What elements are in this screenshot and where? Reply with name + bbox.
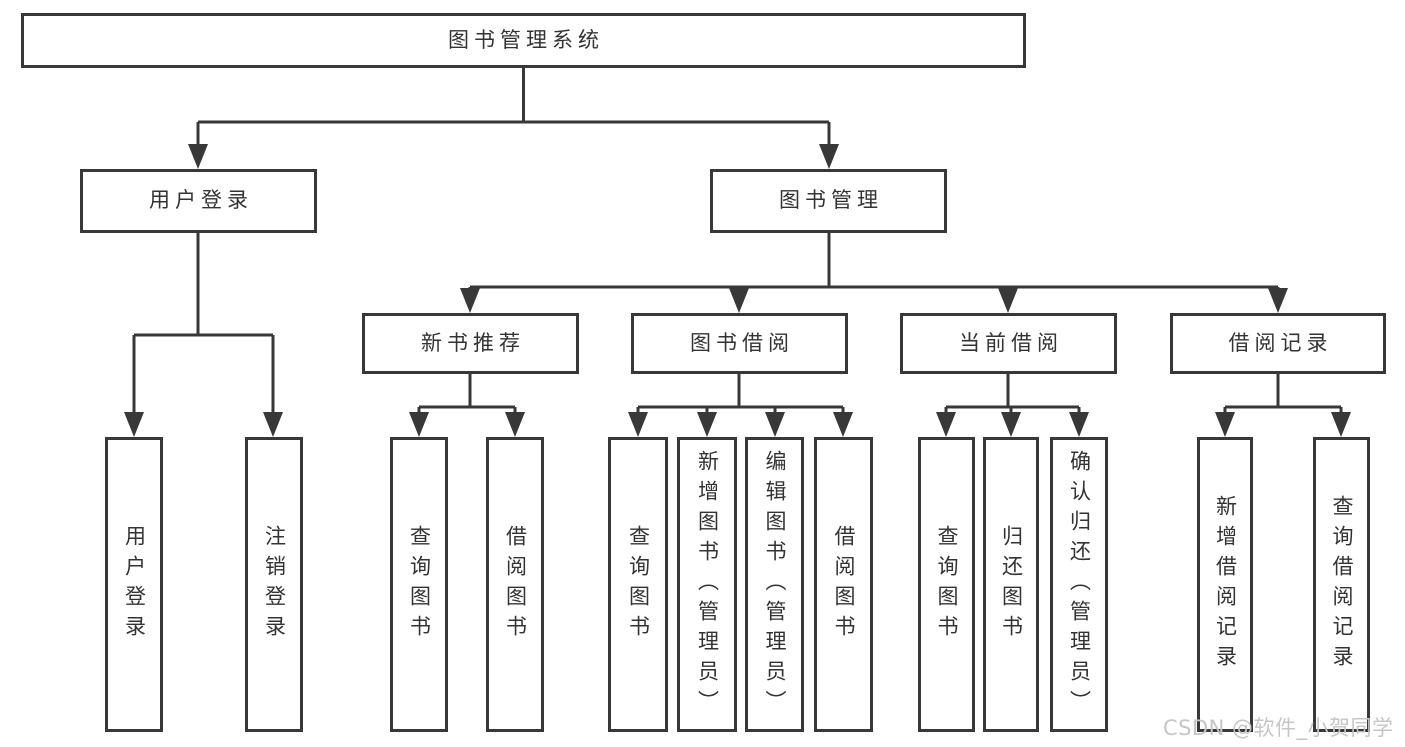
node-label: 借阅图书 (503, 524, 528, 645)
leaf-borrow-books-recommend: 借阅图书 (486, 437, 544, 732)
node-new-book-recommend: 新书推荐 (362, 313, 579, 374)
leaf-add-book-admin: 新增图书（管理员） (677, 437, 737, 732)
node-label: 用户登录 (122, 524, 147, 645)
arrowhead (1001, 412, 1021, 437)
arrowhead (697, 412, 717, 437)
leaf-query-books-current: 查询图书 (918, 437, 975, 732)
node-library-management-system: 图书管理系统 (21, 13, 1026, 68)
leaf-logout: 注销登录 (245, 437, 303, 732)
arrowhead (505, 412, 525, 437)
arrowhead (460, 288, 480, 313)
arrowhead (188, 144, 208, 169)
arrowhead (998, 288, 1018, 313)
leaf-return-books: 归还图书 (983, 437, 1039, 732)
arrowhead (819, 144, 839, 169)
connector-new-book-children (417, 374, 517, 416)
arrowhead (409, 412, 429, 437)
node-label: 查询借阅记录 (1330, 494, 1354, 675)
node-book-borrowing: 图书借阅 (631, 313, 848, 374)
leaf-confirm-return-admin: 确认归还（管理员） (1050, 437, 1108, 732)
connector-root-to-level2 (196, 68, 831, 148)
node-label: 用户登录 (149, 188, 253, 213)
connector-book-management-to-level3 (468, 233, 1280, 293)
leaf-user-login: 用户登录 (105, 437, 163, 732)
node-label: 查询图书 (407, 524, 432, 645)
node-book-management: 图书管理 (710, 169, 947, 233)
arrowhead (124, 412, 144, 437)
connector-current-borrow-children (944, 374, 1081, 416)
node-borrowing-records: 借阅记录 (1170, 313, 1386, 374)
node-user-login: 用户登录 (80, 169, 317, 233)
node-label: 查询图书 (935, 524, 959, 645)
node-label: 图书管理 (779, 188, 883, 213)
node-label: 借阅记录 (1228, 330, 1333, 355)
leaf-borrow-books: 借阅图书 (814, 437, 873, 732)
arrowhead (263, 412, 283, 437)
csdn-watermark: CSDN @软件_小贺同学 (1163, 716, 1394, 740)
node-label: 注销登录 (262, 524, 287, 645)
arrowhead (936, 412, 956, 437)
arrowhead (1331, 412, 1351, 437)
node-label: 新增图书（管理员） (695, 449, 720, 720)
arrowhead (628, 412, 648, 437)
node-label: 图书借阅 (690, 330, 794, 355)
connector-borrow-records-children (1223, 374, 1343, 416)
arrowhead (1268, 288, 1288, 313)
node-label: 归还图书 (999, 524, 1024, 645)
arrowhead (765, 412, 785, 437)
node-label: 查询图书 (626, 524, 651, 645)
node-label: 确认归还（管理员） (1067, 449, 1092, 720)
arrowhead (729, 288, 749, 313)
connector-book-borrow-children (636, 374, 845, 416)
arrowhead (1215, 412, 1235, 437)
arrowhead (1069, 412, 1089, 437)
connector-user-login-children (132, 233, 275, 416)
node-label: 图书管理系统 (448, 27, 604, 52)
leaf-add-borrow-record: 新增借阅记录 (1197, 437, 1253, 732)
leaf-query-books-recommend: 查询图书 (390, 437, 448, 732)
leaf-query-books-borrow: 查询图书 (608, 437, 668, 732)
node-current-borrowing: 当前借阅 (900, 313, 1117, 374)
leaf-query-borrow-record: 查询借阅记录 (1313, 437, 1370, 732)
leaf-edit-book-admin: 编辑图书（管理员） (745, 437, 804, 732)
arrowhead (833, 412, 853, 437)
node-label: 借阅图书 (832, 524, 856, 645)
node-label: 新书推荐 (421, 330, 525, 355)
node-label: 新增借阅记录 (1213, 494, 1238, 675)
node-label: 编辑图书（管理员） (763, 449, 787, 720)
node-label: 当前借阅 (959, 330, 1063, 355)
